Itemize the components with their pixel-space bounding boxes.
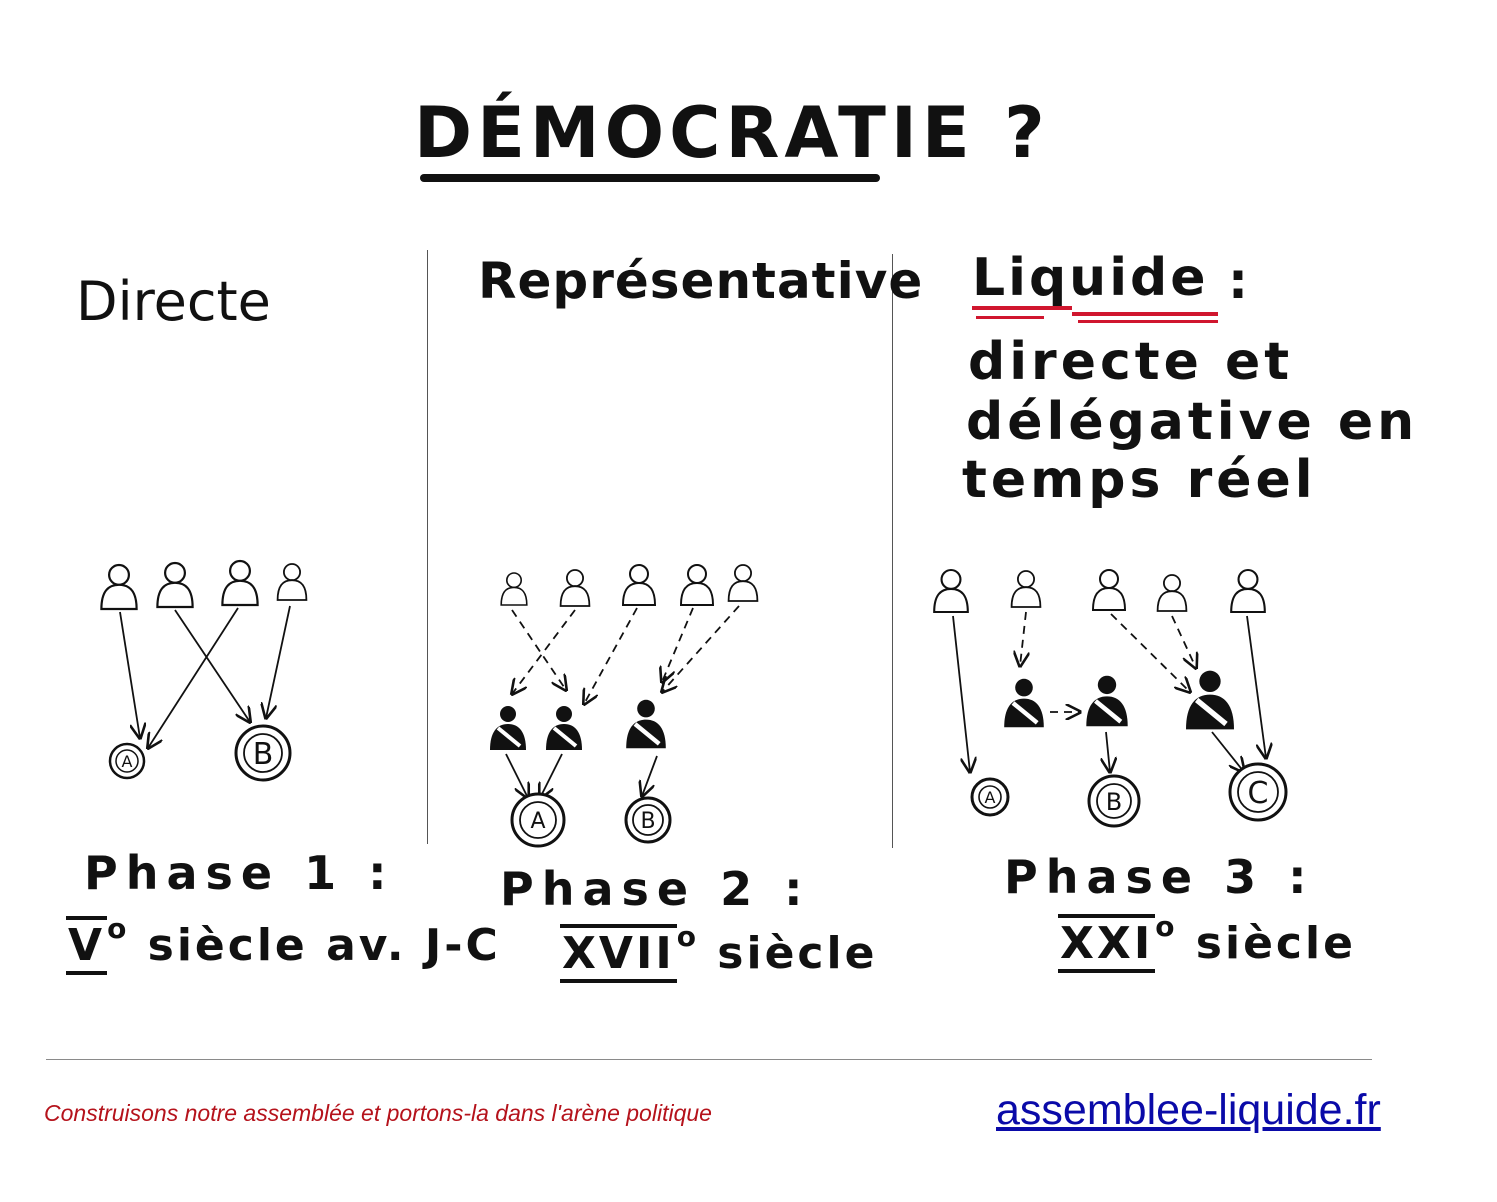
voter-icon: [559, 569, 591, 607]
option-label: A: [530, 809, 545, 834]
option-label: A: [985, 788, 996, 807]
era-roman-numeral: XVII: [560, 924, 677, 983]
voter-icon: [221, 559, 259, 607]
liquide-diagram: A B C: [933, 568, 1288, 828]
representative-diagram: A B: [488, 563, 759, 848]
era-text: siècle av. J-C: [147, 920, 501, 971]
phase-2-era: XVIIo siècle: [560, 920, 878, 983]
liquide-description-line: directe et: [968, 332, 1294, 392]
option-label: A: [122, 752, 133, 771]
footer-website-link[interactable]: assemblee-liquide.fr: [996, 1086, 1381, 1134]
delegate-icon: [1186, 671, 1234, 730]
column-title-directe: Directe: [76, 270, 271, 333]
phase-1-label: Phase 1 :: [84, 846, 395, 900]
voter-icon: [276, 562, 308, 602]
delegate-icon: [488, 704, 528, 752]
footer-divider: [46, 1059, 1372, 1060]
era-ordinal: o: [676, 920, 699, 953]
delegate-icon: [626, 700, 666, 748]
directe-diagram: A B: [100, 559, 308, 782]
era-text: siècle: [1195, 918, 1356, 969]
voter-icon: [1010, 569, 1042, 609]
voter-icon: [500, 572, 528, 606]
phase-3-label: Phase 3 :: [1004, 850, 1315, 904]
footer-slogan: Construisons notre assemblée et portons-…: [44, 1100, 712, 1126]
column-divider-2: [892, 254, 893, 848]
delegate-icon: [1086, 676, 1127, 727]
voter-icon: [679, 563, 715, 607]
page-title: DÉMOCRATIE ?: [414, 92, 1050, 174]
title-underline: [420, 174, 880, 182]
phase-1-era: Vo siècle av. J-C: [66, 912, 501, 975]
phase-2-label: Phase 2 :: [500, 862, 811, 916]
column-title-representative: Représentative: [478, 252, 924, 310]
voter-icon: [156, 561, 194, 609]
era-ordinal: o: [107, 912, 130, 945]
delegate-icon: [1004, 679, 1044, 727]
option-label: B: [1106, 788, 1122, 816]
voter-icon: [1156, 573, 1188, 613]
liquide-underline: [972, 306, 1072, 310]
option-label: B: [640, 809, 655, 834]
era-ordinal: o: [1155, 910, 1178, 943]
liquide-underline: [976, 316, 1044, 319]
column-title-liquide: Liquide: [972, 248, 1209, 308]
era-text: siècle: [717, 928, 878, 979]
era-roman-numeral: XXI: [1058, 914, 1156, 973]
voter-icon: [621, 563, 657, 607]
liquide-description-line: temps réel: [962, 450, 1317, 510]
era-roman-numeral: V: [66, 916, 108, 975]
liquide-underline: [1078, 320, 1218, 323]
phase-3-era: XXIo siècle: [1058, 910, 1356, 973]
voter-icon: [933, 568, 969, 614]
voter-icon: [727, 563, 759, 603]
delegate-icon: [546, 706, 582, 750]
liquide-underline: [1072, 312, 1218, 316]
column-title-liquide-colon: :: [1228, 252, 1248, 310]
voter-icon: [100, 563, 138, 611]
voter-icon: [1091, 568, 1127, 612]
option-label: B: [253, 737, 274, 772]
voter-icon: [1230, 568, 1266, 614]
liquide-description-line: délégative en: [966, 392, 1419, 452]
column-divider-1: [427, 250, 428, 844]
option-label: C: [1248, 776, 1269, 811]
